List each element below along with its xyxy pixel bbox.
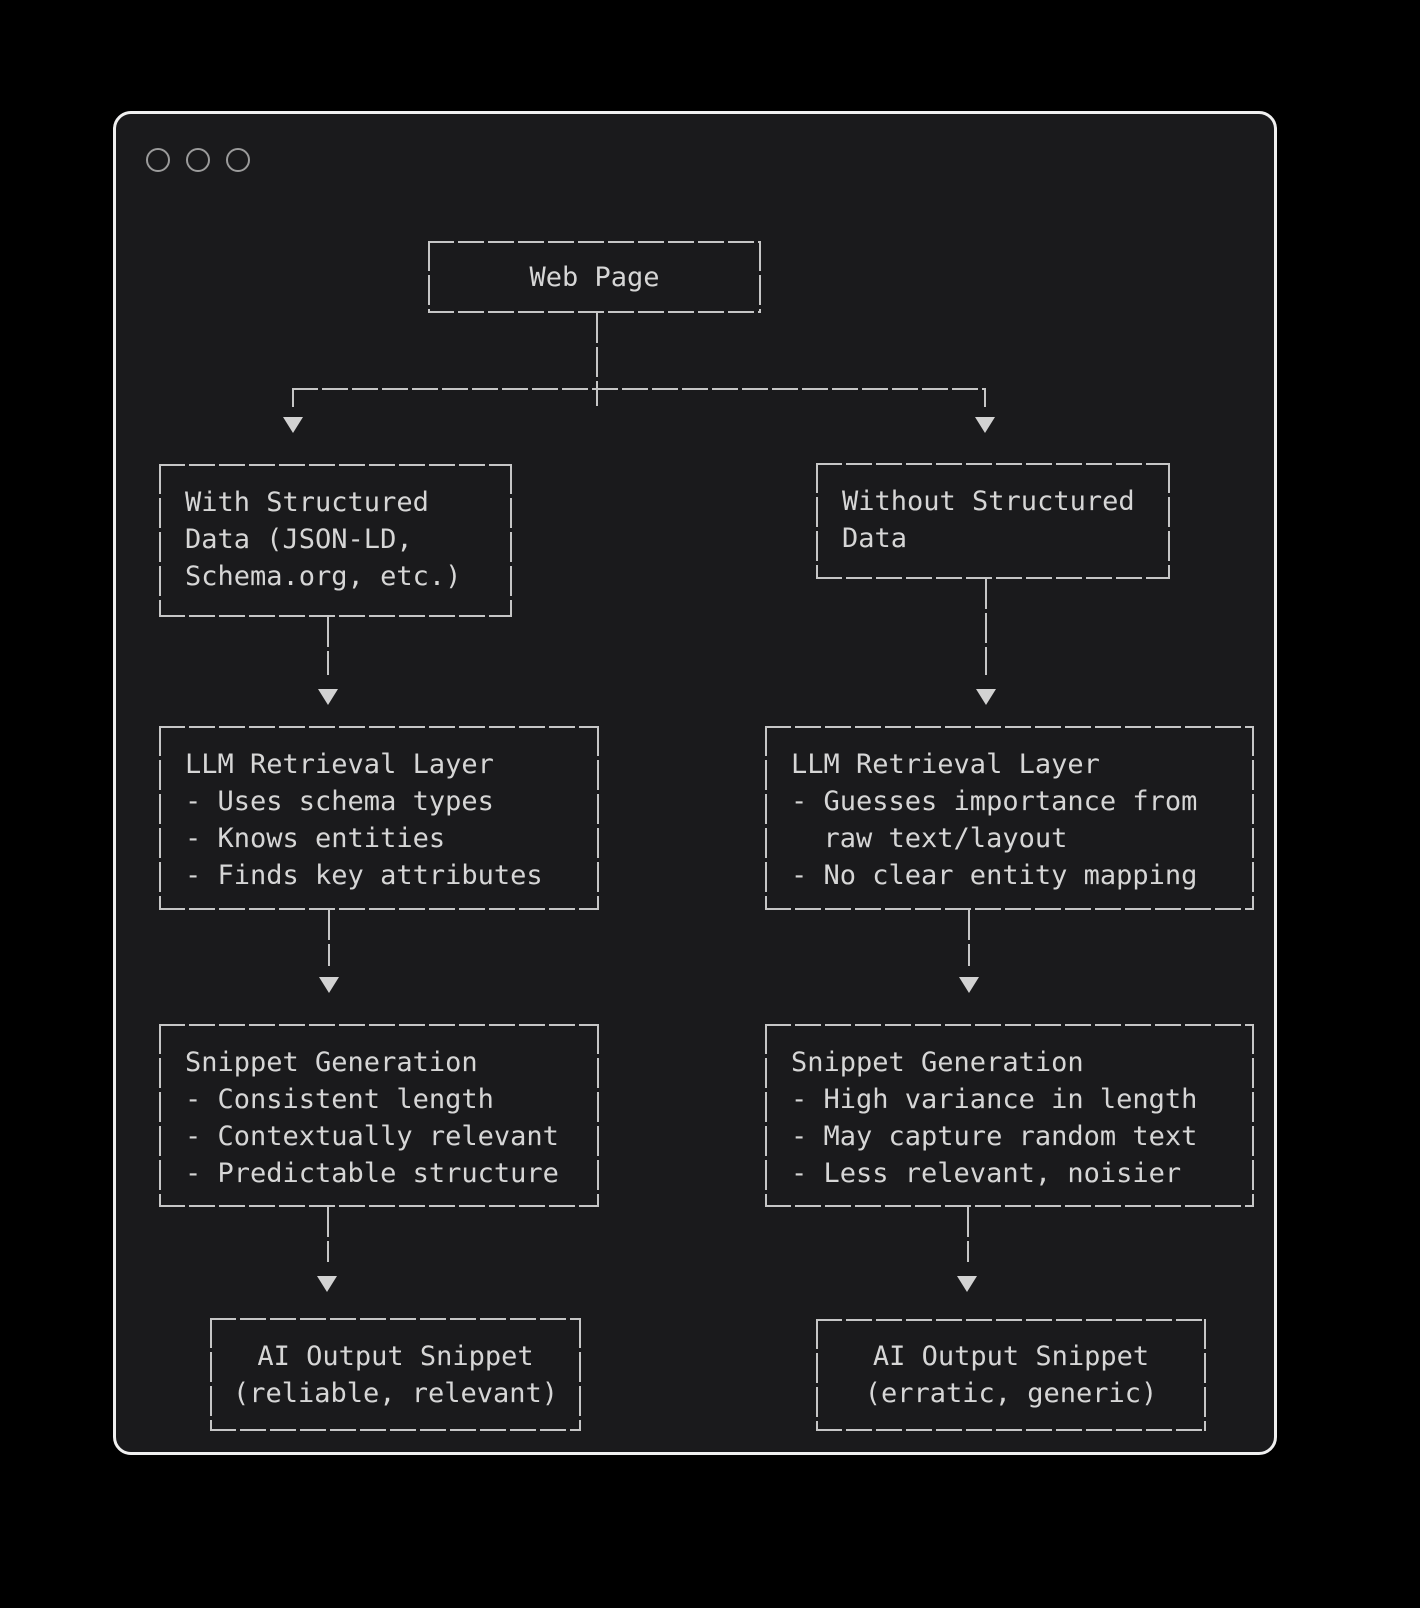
arrow-down-icon [957, 1276, 977, 1292]
connector-right-snippet-to-output [967, 1207, 969, 1262]
node-text-line: LLM Retrieval Layer [185, 749, 494, 780]
node-text-line: - High variance in length [791, 1084, 1198, 1115]
connector-branch-left-stub [292, 388, 294, 407]
arrow-down-icon [975, 417, 995, 433]
node-text-line: - Guesses importance from [791, 786, 1198, 817]
node-text-line: - Contextually relevant [185, 1121, 559, 1152]
node-text-line: Snippet Generation [185, 1047, 478, 1078]
arrow-down-icon [317, 1276, 337, 1292]
node-without-structured-data: Without Structured Data [816, 463, 1170, 579]
connector-root-stem [596, 313, 598, 406]
node-text-line: Snippet Generation [791, 1047, 1084, 1078]
node-text-line: raw text/layout [791, 823, 1068, 854]
node-text-line: AI Output Snippet [872, 1341, 1150, 1372]
node-ai-output-unstructured: AI Output Snippet (erratic, generic) [816, 1319, 1206, 1431]
node-text-line: (erratic, generic) [864, 1378, 1158, 1409]
arrow-down-icon [319, 977, 339, 993]
window-control-close-button[interactable] [146, 148, 170, 172]
node-snippet-generation-structured: Snippet Generation - Consistent length -… [159, 1024, 599, 1207]
window-control-maximize-button[interactable] [226, 148, 250, 172]
window-control-minimize-button[interactable] [186, 148, 210, 172]
terminal-window: Web Page With Structured Data (JSON-LD, … [113, 111, 1277, 1455]
node-text-line: Schema.org, etc.) [185, 561, 462, 592]
arrow-down-icon [318, 689, 338, 705]
connector-left-retrieval-to-snippet [328, 910, 330, 966]
node-text-line: AI Output Snippet [257, 1340, 534, 1372]
node-text-line: Data (JSON-LD, [185, 524, 413, 555]
node-text-line: - Less relevant, noisier [791, 1158, 1182, 1189]
node-text-line: Web Page [529, 261, 660, 293]
connector-right-retrieval-to-snippet [968, 910, 970, 966]
node-text-line: - Consistent length [185, 1084, 494, 1115]
node-text-line: (reliable, relevant) [232, 1377, 559, 1409]
node-text-line: - Finds key attributes [185, 860, 543, 891]
node-with-structured-data: With Structured Data (JSON-LD, Schema.or… [159, 464, 512, 617]
node-ai-output-structured: AI Output Snippet (reliable, relevant) [210, 1318, 581, 1431]
node-text-line: - No clear entity mapping [791, 860, 1198, 891]
arrow-down-icon [976, 689, 996, 705]
node-text-line: - Uses schema types [185, 786, 494, 817]
connector-left-snippet-to-output [327, 1207, 329, 1262]
node-text-line: LLM Retrieval Layer [791, 749, 1100, 780]
node-web-page: Web Page [428, 241, 761, 313]
node-llm-retrieval-unstructured: LLM Retrieval Layer - Guesses importance… [765, 726, 1254, 910]
node-llm-retrieval-structured: LLM Retrieval Layer - Uses schema types … [159, 726, 599, 910]
node-text-line: Without Structured [842, 486, 1135, 517]
node-text-line: Data [842, 523, 908, 554]
node-text-line: With Structured [185, 487, 429, 518]
connector-left-condition-to-retrieval [327, 617, 329, 675]
node-text-line: - May capture random text [791, 1121, 1198, 1152]
node-text-line: - Knows entities [185, 823, 446, 854]
node-snippet-generation-unstructured: Snippet Generation - High variance in le… [765, 1024, 1254, 1207]
connector-branch-right-stub [984, 388, 986, 407]
connector-right-condition-to-retrieval [985, 579, 987, 675]
node-text-line: - Predictable structure [185, 1158, 559, 1189]
arrow-down-icon [959, 977, 979, 993]
arrow-down-icon [283, 417, 303, 433]
window-controls [146, 148, 250, 172]
connector-branch-horizontal [292, 388, 986, 390]
